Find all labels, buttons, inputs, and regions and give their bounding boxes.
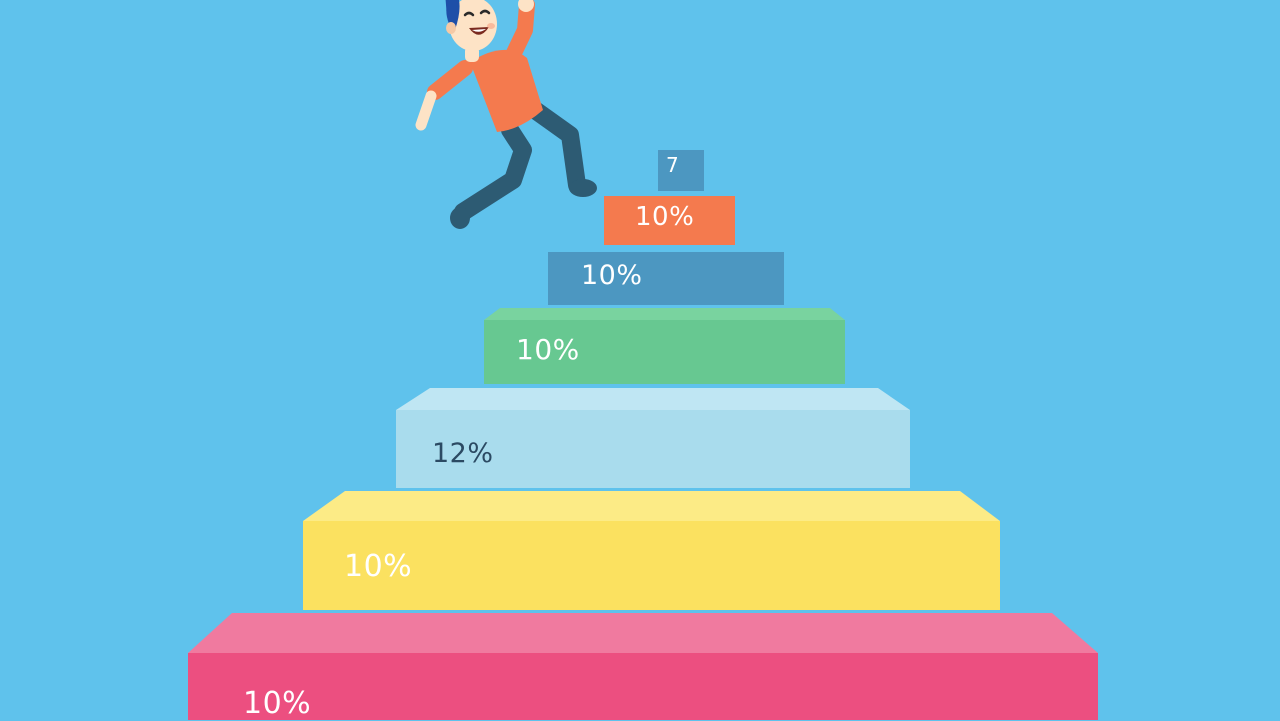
step-6 (303, 521, 1000, 610)
step-label-5: 12% (432, 438, 494, 469)
step-top-4 (484, 308, 845, 320)
step-label-4: 10% (516, 333, 580, 366)
boy-climbing-icon (415, 0, 597, 229)
step-5 (396, 410, 910, 488)
step-top-5 (396, 388, 910, 410)
step-label-7: 10% (243, 686, 312, 721)
step-4 (484, 320, 845, 384)
step-3 (548, 252, 784, 305)
step-2 (604, 196, 735, 245)
step-label-1: 7 (666, 153, 680, 177)
step-label-2: 10% (635, 202, 695, 232)
step-1 (658, 150, 704, 191)
step-label-3: 10% (581, 260, 643, 291)
step-label-6: 10% (344, 549, 413, 584)
step-top-6 (303, 491, 1000, 521)
step-top-7 (188, 613, 1098, 653)
step-7 (188, 653, 1098, 720)
